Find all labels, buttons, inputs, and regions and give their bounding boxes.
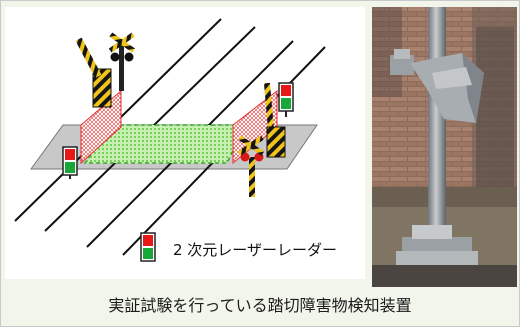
crossing-barrier-icon (237, 82, 286, 197)
legend-label: 2 次元レーザーレーダー (173, 241, 337, 259)
laser-radar-sensor-icon (62, 146, 78, 179)
crossing-barrier-icon (75, 32, 136, 108)
installed-device-photo (372, 7, 517, 287)
laser-radar-sensor-icon (278, 82, 294, 117)
crossing-diagram: 2 次元レーザーレーダー (5, 7, 365, 279)
crossing-diagram-svg: 2 次元レーザーレーダー (14, 18, 337, 262)
device-photo-svg (372, 7, 517, 287)
crossbuck-icon (237, 135, 265, 156)
laser-radar-sensor-icon (140, 232, 156, 262)
figure-caption: 実証試験を行っている踏切障害物検知装置 (108, 296, 412, 315)
crossbuck-icon (108, 32, 136, 53)
legend: 2 次元レーザーレーダー (140, 232, 337, 262)
